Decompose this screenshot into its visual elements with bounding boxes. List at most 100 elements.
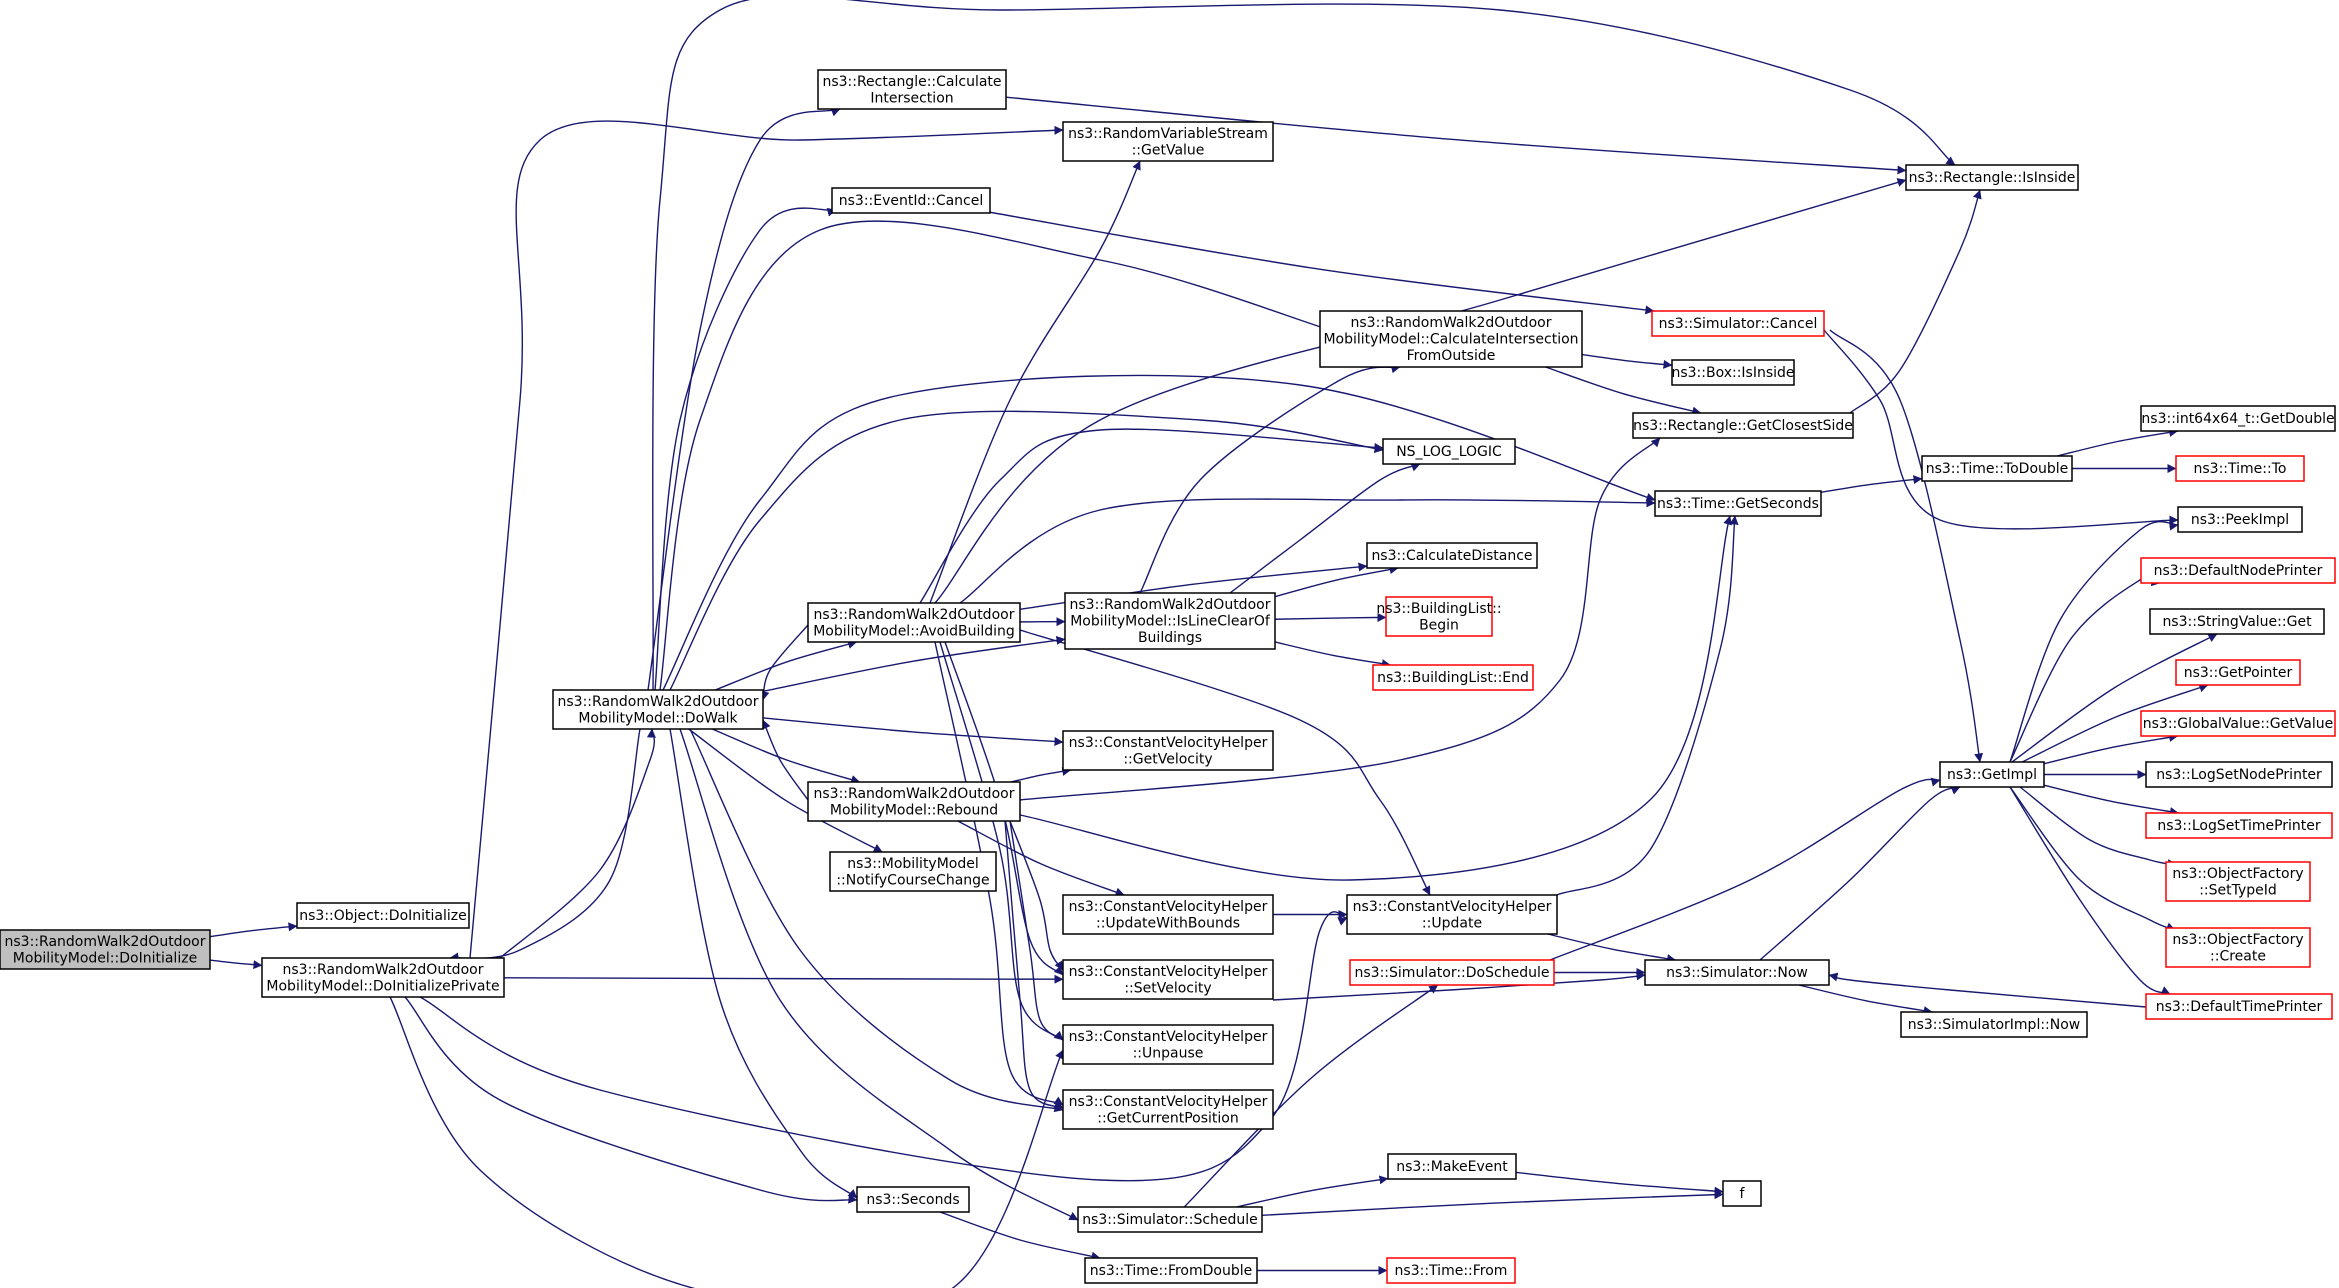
node-islineclear[interactable]: ns3::RandomWalk2dOutdoorMobilityModel::I… bbox=[1064, 592, 1276, 650]
node-cvsetvel[interactable]: ns3::ConstantVelocityHelper::SetVelocity bbox=[1062, 959, 1274, 1000]
call-edge-dowalk-to-islineclear bbox=[762, 635, 1066, 693]
node-label-line: ::Update bbox=[1422, 915, 1482, 931]
node-f[interactable]: f bbox=[1722, 1180, 1762, 1207]
node-bldend[interactable]: ns3::BuildingList::End bbox=[1372, 664, 1534, 691]
node-cvgetpos[interactable]: ns3::ConstantVelocityHelper::GetCurrentP… bbox=[1062, 1089, 1274, 1130]
node-label-line: ns3::MakeEvent bbox=[1396, 1159, 1508, 1175]
node-calcdist[interactable]: ns3::CalculateDistance bbox=[1366, 542, 1538, 569]
node-label-line: ns3::Object::DoInitialize bbox=[299, 908, 466, 924]
node-rectclosest[interactable]: ns3::Rectangle::GetClosestSide bbox=[1632, 412, 1854, 439]
node-box bbox=[2140, 557, 2336, 584]
node-label-line: ns3::Simulator::Now bbox=[1666, 965, 1808, 981]
call-edge-islineclear-to-nslog bbox=[1229, 462, 1421, 594]
node-box bbox=[1644, 959, 1830, 986]
node-seconds[interactable]: ns3::Seconds bbox=[856, 1186, 970, 1213]
node-rebound[interactable]: ns3::RandomWalk2dOutdoorMobilityModel::R… bbox=[807, 781, 1021, 822]
node-nslog[interactable]: NS_LOG_LOGIC bbox=[1382, 438, 1516, 465]
node-fromdouble[interactable]: ns3::Time::FromDouble bbox=[1084, 1257, 1258, 1284]
node-box bbox=[1349, 959, 1555, 986]
node-doinitpriv[interactable]: ns3::RandomWalk2dOutdoorMobilityModel::D… bbox=[261, 957, 505, 998]
node-box bbox=[1062, 121, 1274, 162]
call-edge-avoid-to-rvs bbox=[929, 160, 1141, 604]
node-label-line: ns3::int64x64_t::GetDouble bbox=[2141, 411, 2334, 427]
node-rectinside[interactable]: ns3::Rectangle::IsInside bbox=[1905, 164, 2079, 191]
call-edge-cvupdate-to-getseconds bbox=[1556, 515, 1739, 896]
node-getseconds[interactable]: ns3::Time::GetSeconds bbox=[1654, 490, 1822, 517]
node-box bbox=[1905, 164, 2079, 191]
call-edge-avoid-to-rectinside bbox=[934, 178, 1907, 604]
call-edge-doinitpriv-to-cvupdate bbox=[419, 911, 1348, 1182]
node-objfactcreate[interactable]: ns3::ObjectFactory::Create bbox=[2165, 927, 2311, 968]
node-label-line: ns3::PeekImpl bbox=[2191, 512, 2289, 528]
node-box bbox=[2145, 812, 2333, 839]
node-peekimpl[interactable]: ns3::PeekImpl bbox=[2177, 506, 2303, 533]
call-edge-root-to-doinitpriv bbox=[209, 959, 263, 970]
node-box bbox=[2175, 659, 2301, 686]
node-logtime[interactable]: ns3::LogSetTimePrinter bbox=[2145, 812, 2333, 839]
node-box bbox=[2177, 506, 2303, 533]
node-notify[interactable]: ns3::MobilityModel::NotifyCourseChange bbox=[829, 851, 997, 892]
node-avoid[interactable]: ns3::RandomWalk2dOutdoorMobilityModel::A… bbox=[807, 602, 1021, 643]
node-cvgetvel[interactable]: ns3::ConstantVelocityHelper::GetVelocity bbox=[1062, 730, 1274, 771]
node-eventcancel[interactable]: ns3::EventId::Cancel bbox=[831, 187, 991, 214]
node-deftime[interactable]: ns3::DefaultTimePrinter bbox=[2145, 993, 2333, 1020]
node-timeto[interactable]: ns3::Time::To bbox=[2175, 455, 2305, 482]
call-edge-cvsetvel-to-simnow bbox=[1272, 971, 1646, 1001]
node-label-line: ns3::Time::GetSeconds bbox=[1657, 496, 1819, 512]
node-label-line: ns3::DefaultTimePrinter bbox=[2156, 999, 2323, 1015]
node-label-line: ns3::GetPointer bbox=[2184, 665, 2293, 681]
node-makeevent[interactable]: ns3::MakeEvent bbox=[1387, 1153, 1517, 1180]
node-label-line: ns3::CalculateDistance bbox=[1371, 548, 1532, 564]
call-edge-islineclear-to-calcdist bbox=[1274, 565, 1399, 598]
node-objinit[interactable]: ns3::Object::DoInitialize bbox=[296, 902, 470, 929]
node-boxinside[interactable]: ns3::Box::IsInside bbox=[1671, 359, 1795, 386]
node-globalget[interactable]: ns3::GlobalValue::GetValue bbox=[2140, 710, 2336, 737]
node-label-line: ns3::LogSetNodePrinter bbox=[2156, 767, 2322, 783]
node-label-line: ns3::Simulator::DoSchedule bbox=[1355, 965, 1550, 981]
call-edge-doinitpriv-to-rvs bbox=[469, 120, 1064, 959]
node-label-line: ns3::SimulatorImpl::Now bbox=[1908, 1017, 2081, 1033]
node-cvunpause[interactable]: ns3::ConstantVelocityHelper::Unpause bbox=[1062, 1024, 1274, 1065]
node-simdoschedule[interactable]: ns3::Simulator::DoSchedule bbox=[1349, 959, 1555, 986]
call-edge-getimpl-to-strget bbox=[2011, 633, 2218, 763]
call-edge-rebound-to-cvgetpos bbox=[1004, 820, 1064, 1109]
node-label-line: ns3::ConstantVelocityHelper bbox=[1069, 899, 1268, 915]
node-getimpl[interactable]: ns3::GetImpl bbox=[1939, 761, 2045, 788]
call-edge-dowalk-to-notify bbox=[688, 728, 883, 853]
node-strget[interactable]: ns3::StringValue::Get bbox=[2149, 608, 2325, 635]
node-label-line: ns3::Seconds bbox=[866, 1192, 959, 1208]
call-edge-dowalk-to-cvgetvel bbox=[762, 717, 1064, 746]
node-todouble[interactable]: ns3::Time::ToDouble bbox=[1921, 455, 2073, 482]
node-simcancel[interactable]: ns3::Simulator::Cancel bbox=[1651, 310, 1825, 337]
call-edge-simcancel-to-peekimpl bbox=[1823, 329, 2179, 530]
node-box bbox=[1382, 438, 1516, 465]
node-label-line: ns3::Rectangle::GetClosestSide bbox=[1633, 418, 1853, 434]
node-rectcalc[interactable]: ns3::Rectangle::CalculateIntersection bbox=[817, 69, 1007, 110]
node-label-line: FromOutside bbox=[1407, 348, 1496, 364]
node-lognode[interactable]: ns3::LogSetNodePrinter bbox=[2145, 761, 2333, 788]
node-box bbox=[261, 957, 505, 998]
node-box bbox=[1062, 894, 1274, 935]
node-simschedule[interactable]: ns3::Simulator::Schedule bbox=[1077, 1206, 1263, 1233]
node-getpointer[interactable]: ns3::GetPointer bbox=[2175, 659, 2301, 686]
node-cvupdate[interactable]: ns3::ConstantVelocityHelper::Update bbox=[1346, 894, 1558, 935]
node-objfacttype[interactable]: ns3::ObjectFactory::SetTypeId bbox=[2165, 861, 2311, 902]
node-box bbox=[1386, 1257, 1516, 1284]
node-int64[interactable]: ns3::int64x64_t::GetDouble bbox=[2140, 405, 2336, 432]
node-defnode[interactable]: ns3::DefaultNodePrinter bbox=[2140, 557, 2336, 584]
call-edge-calcinter-to-boxinside bbox=[1581, 353, 1673, 369]
node-simnow[interactable]: ns3::Simulator::Now bbox=[1644, 959, 1830, 986]
node-bldbegin[interactable]: ns3::BuildingList::Begin bbox=[1376, 596, 1502, 637]
node-calcinter[interactable]: ns3::RandomWalk2dOutdoorMobilityModel::C… bbox=[1319, 310, 1583, 368]
call-edge-rectclosest-to-rectinside bbox=[1849, 189, 1982, 414]
node-label-line: ns3::RandomWalk2dOutdoor bbox=[5, 934, 206, 950]
node-rvs[interactable]: ns3::RandomVariableStream::GetValue bbox=[1062, 121, 1274, 162]
node-dowalk[interactable]: ns3::RandomWalk2dOutdoorMobilityModel::D… bbox=[552, 689, 764, 730]
node-box bbox=[1062, 730, 1274, 771]
node-cvupdbounds[interactable]: ns3::ConstantVelocityHelper::UpdateWithB… bbox=[1062, 894, 1274, 935]
node-timefrom[interactable]: ns3::Time::From bbox=[1386, 1257, 1516, 1284]
node-simimplnow[interactable]: ns3::SimulatorImpl::Now bbox=[1900, 1011, 2088, 1038]
node-label-line: ::GetVelocity bbox=[1123, 751, 1212, 767]
node-label-line: ::NotifyCourseChange bbox=[836, 872, 989, 888]
